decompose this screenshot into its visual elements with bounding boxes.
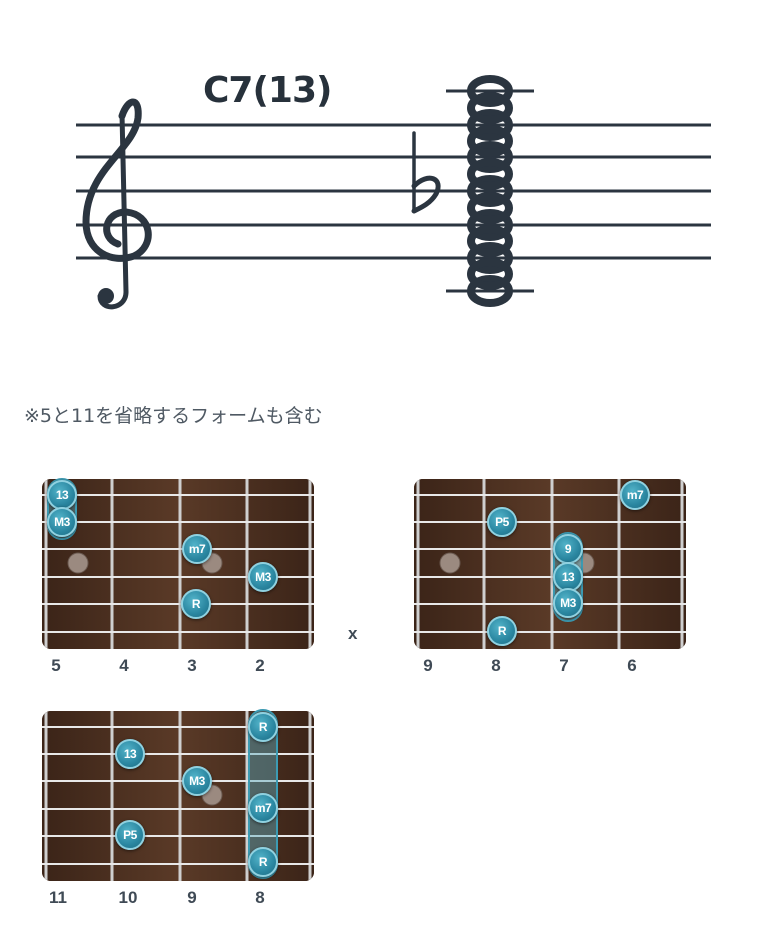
mute-mark: x [348,624,358,643]
note-dot: R [181,589,211,619]
fretboard-1-grid [42,479,314,649]
note-dot: 9 [553,534,583,564]
omission-note: ※5と11を省略するフォームも含む [24,405,323,427]
note-dot: M3 [248,562,278,592]
note-dot: R [248,847,278,877]
note-dot: M3 [182,766,212,796]
note-dot: 13 [47,480,77,510]
chord-title: C7(13) [203,70,332,111]
note-dot: R [487,616,517,646]
note-dot: P5 [115,820,145,850]
music-staff [76,75,711,310]
fret-number: 8 [491,656,501,675]
note-dot: 13 [115,739,145,769]
fretboard-diagram-2 [414,479,686,649]
fret-number: 3 [187,656,197,675]
fret-number: 7 [559,656,569,675]
fret-number: 9 [187,888,197,907]
note-dot: m7 [182,534,212,564]
treble-clef-icon [82,98,152,310]
fretboard-diagram-1 [42,479,314,649]
fret-number: 9 [423,656,433,675]
fret-number: 2 [255,656,265,675]
note-dot: M3 [47,507,77,537]
note-dot: m7 [248,793,278,823]
flat-icon [411,131,441,214]
note-dot: R [248,712,278,742]
fret-number: 5 [51,656,61,675]
note-dot: m7 [620,480,650,510]
note-dot: M3 [553,588,583,618]
fret-number: 4 [119,656,129,675]
fret-number: 8 [255,888,265,907]
fret-number: 6 [627,656,637,675]
chord-notes [467,75,513,307]
fret-number: 10 [118,888,138,907]
note-dot: P5 [487,507,517,537]
fret-number: 11 [49,888,67,907]
